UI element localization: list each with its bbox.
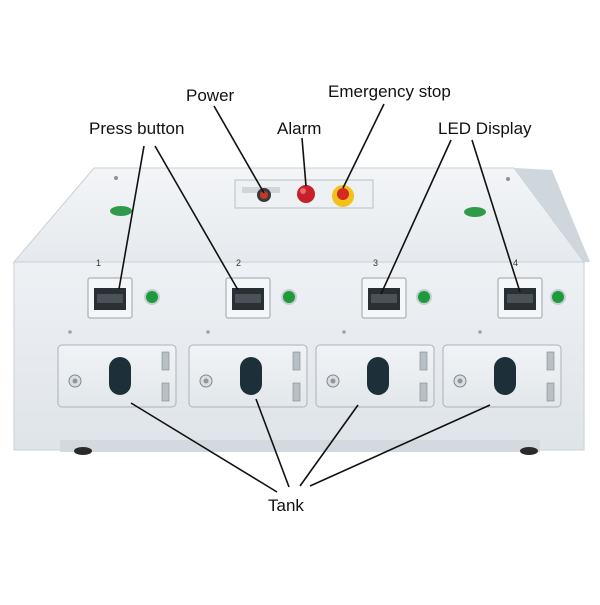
screw-top-left [114, 176, 118, 180]
leader-tank-1 [130, 402, 278, 493]
tank-window-1 [109, 357, 131, 395]
channel-number-3: 3 [373, 258, 379, 268]
tank-window-4 [494, 357, 516, 395]
hinge-2-1 [292, 351, 301, 371]
hinge-4-1 [546, 351, 555, 371]
led-digits-1 [97, 294, 123, 303]
cabinet-right-side [514, 168, 590, 262]
tank-knob-center-3 [330, 378, 336, 384]
hinge-3-2 [419, 382, 428, 402]
press-button-3[interactable] [418, 291, 430, 303]
press-button-2[interactable] [283, 291, 295, 303]
channel-number-4: 4 [513, 258, 519, 268]
badge-left [110, 206, 132, 216]
leader-alarm [301, 137, 307, 187]
channel-number-1: 1 [96, 258, 102, 268]
label-emergency-stop: Emergency stop [328, 82, 451, 101]
top-control-panel [234, 179, 374, 209]
leader-led-2 [471, 139, 521, 293]
power-switch-rim [260, 191, 268, 199]
label-power: Power [186, 86, 235, 105]
alarm-light [297, 185, 315, 203]
tank-window-3 [367, 357, 389, 395]
label-press-button: Press button [89, 119, 185, 138]
label-alarm: Alarm [277, 119, 322, 138]
screw-3 [342, 330, 346, 334]
foot-right [520, 447, 538, 455]
emergency-stop-button[interactable] [337, 188, 349, 200]
leader-led-1 [380, 139, 452, 295]
leader-power [213, 105, 265, 194]
alarm-light-highlight [300, 188, 306, 194]
hinge-3-1 [419, 351, 428, 371]
foot-left [74, 447, 92, 455]
hinge-1-1 [161, 351, 170, 371]
leader-lines [118, 103, 521, 493]
tank-knob-center-2 [203, 378, 209, 384]
label-tank: Tank [268, 496, 304, 515]
leader-tank-3 [299, 404, 359, 487]
screw-2 [206, 330, 210, 334]
hinge-1-2 [161, 382, 170, 402]
leader-press-2 [154, 145, 239, 291]
badge-right [464, 207, 486, 217]
press-button-4[interactable] [552, 291, 564, 303]
led-digits-2 [235, 294, 261, 303]
leader-estop [342, 103, 385, 189]
leader-tank-4 [309, 404, 491, 487]
channel-modules [57, 277, 566, 408]
cabinet-bottom-strip [60, 440, 540, 452]
led-digits-4 [507, 294, 533, 303]
screw-1 [68, 330, 72, 334]
screw-top-right [506, 177, 510, 181]
leader-press-1 [118, 145, 145, 290]
screw-4 [478, 330, 482, 334]
hinge-4-2 [546, 382, 555, 402]
tank-knob-center-4 [457, 378, 463, 384]
hinge-2-2 [292, 382, 301, 402]
tank-window-2 [240, 357, 262, 395]
badges [110, 176, 510, 217]
led-digits-3 [371, 294, 397, 303]
leader-tank-2 [255, 398, 290, 488]
label-led-display: LED Display [438, 119, 532, 138]
press-button-1[interactable] [146, 291, 158, 303]
channel-number-2: 2 [236, 258, 242, 268]
tank-knob-center-1 [72, 378, 78, 384]
